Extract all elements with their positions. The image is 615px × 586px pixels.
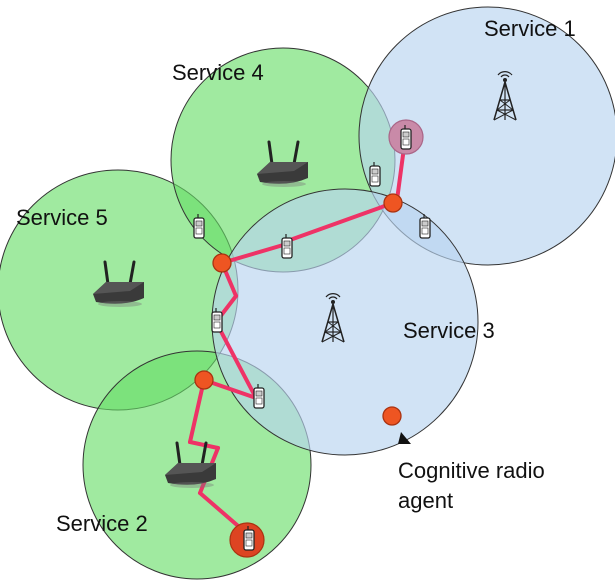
agent-nodes bbox=[194, 193, 403, 426]
service-5-label: Service 5 bbox=[16, 205, 108, 230]
agent-node-icon bbox=[383, 193, 403, 213]
legend-label-line1: Cognitive radio bbox=[398, 458, 545, 483]
mobile-phone-icon bbox=[369, 161, 381, 187]
agent-node-icon bbox=[194, 370, 214, 390]
agent-node-icon bbox=[382, 406, 402, 426]
mobile-phone-icon bbox=[211, 307, 223, 333]
agent-node-icon bbox=[212, 253, 232, 273]
service-2-label: Service 2 bbox=[56, 511, 148, 536]
service-4-label: Service 4 bbox=[172, 60, 264, 85]
legend-arrow bbox=[398, 432, 411, 444]
mobile-phone-icon bbox=[281, 233, 293, 259]
mobile-phone-icon bbox=[193, 213, 205, 239]
mobile-phone-icon bbox=[243, 525, 255, 551]
service-1-coverage bbox=[358, 6, 615, 266]
service-1-label: Service 1 bbox=[484, 16, 576, 41]
legend-label-line2: agent bbox=[398, 488, 453, 513]
mobile-phone-icon bbox=[253, 383, 265, 409]
service-3-label: Service 3 bbox=[403, 318, 495, 343]
mobile-phone-icon bbox=[400, 124, 412, 150]
mobile-phone-icon bbox=[419, 213, 431, 239]
